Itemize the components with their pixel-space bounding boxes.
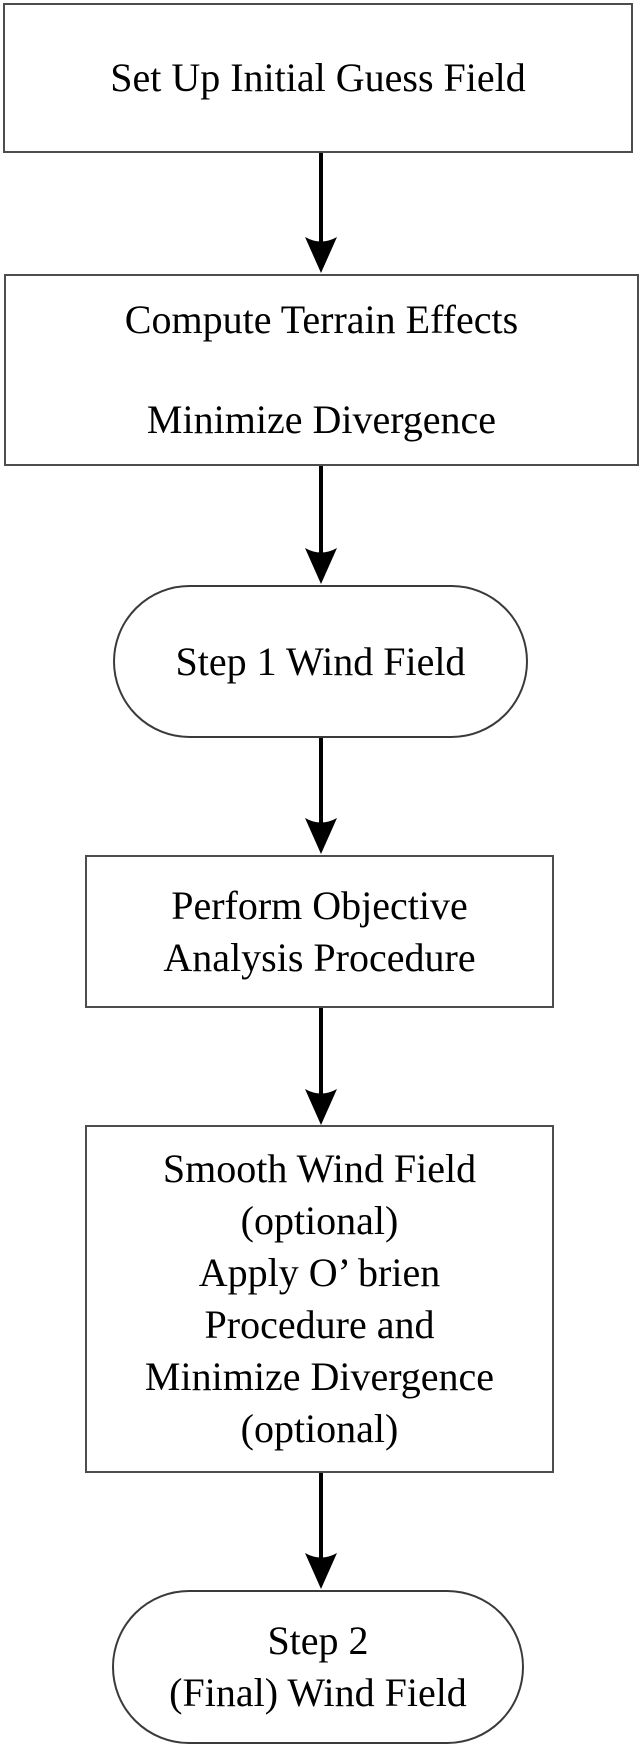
node-smooth-wind-field-obrien: Smooth Wind Field (optional) Apply O’ br…	[85, 1125, 554, 1473]
node-compute-terrain-effects: Compute Terrain Effects Minimize Diverge…	[4, 274, 639, 466]
node-label-line: Step 1 Wind Field	[175, 638, 466, 684]
node-step-2-final-wind-field: Step 2 (Final) Wind Field	[112, 1590, 524, 1744]
arrow-stem	[319, 466, 323, 555]
arrow-head-icon	[305, 548, 337, 584]
arrow-down-2	[304, 466, 338, 585]
node-label-line: (Final) Wind Field	[169, 1670, 467, 1715]
arrow-stem	[319, 1473, 323, 1560]
arrow-stem	[319, 738, 323, 825]
arrow-head-icon	[305, 818, 337, 854]
arrow-head-icon	[305, 1089, 337, 1125]
arrow-stem	[319, 1008, 323, 1096]
arrow-down-3	[304, 738, 338, 855]
node-step-1-wind-field: Step 1 Wind Field	[113, 585, 528, 738]
arrow-down-5	[304, 1473, 338, 1590]
arrow-down-4	[304, 1008, 338, 1126]
arrow-head-icon	[305, 237, 337, 273]
node-label-line: (optional)	[240, 1406, 399, 1451]
node-label-line: Analysis Procedure	[163, 934, 476, 980]
node-label-line: Apply O’ brien	[198, 1250, 441, 1295]
node-label-line: Set Up Initial Guess Field	[110, 55, 526, 100]
node-label-line: Smooth Wind Field	[162, 1146, 477, 1191]
node-label-line: Step 2	[267, 1618, 369, 1663]
arrow-down-1	[304, 153, 338, 274]
node-label-line: Perform Objective	[171, 882, 468, 928]
node-set-up-initial-guess-field: Set Up Initial Guess Field	[3, 3, 633, 153]
node-label-line: Compute Terrain Effects	[124, 297, 519, 342]
node-label-line: Minimize Divergence	[146, 397, 497, 442]
node-label-line: Procedure and	[204, 1302, 435, 1347]
node-perform-objective-analysis: Perform Objective Analysis Procedure	[85, 855, 554, 1008]
node-label-line: Minimize Divergence	[144, 1354, 495, 1399]
arrow-head-icon	[305, 1553, 337, 1589]
arrow-stem	[319, 153, 323, 244]
node-label-line: (optional)	[240, 1198, 399, 1243]
